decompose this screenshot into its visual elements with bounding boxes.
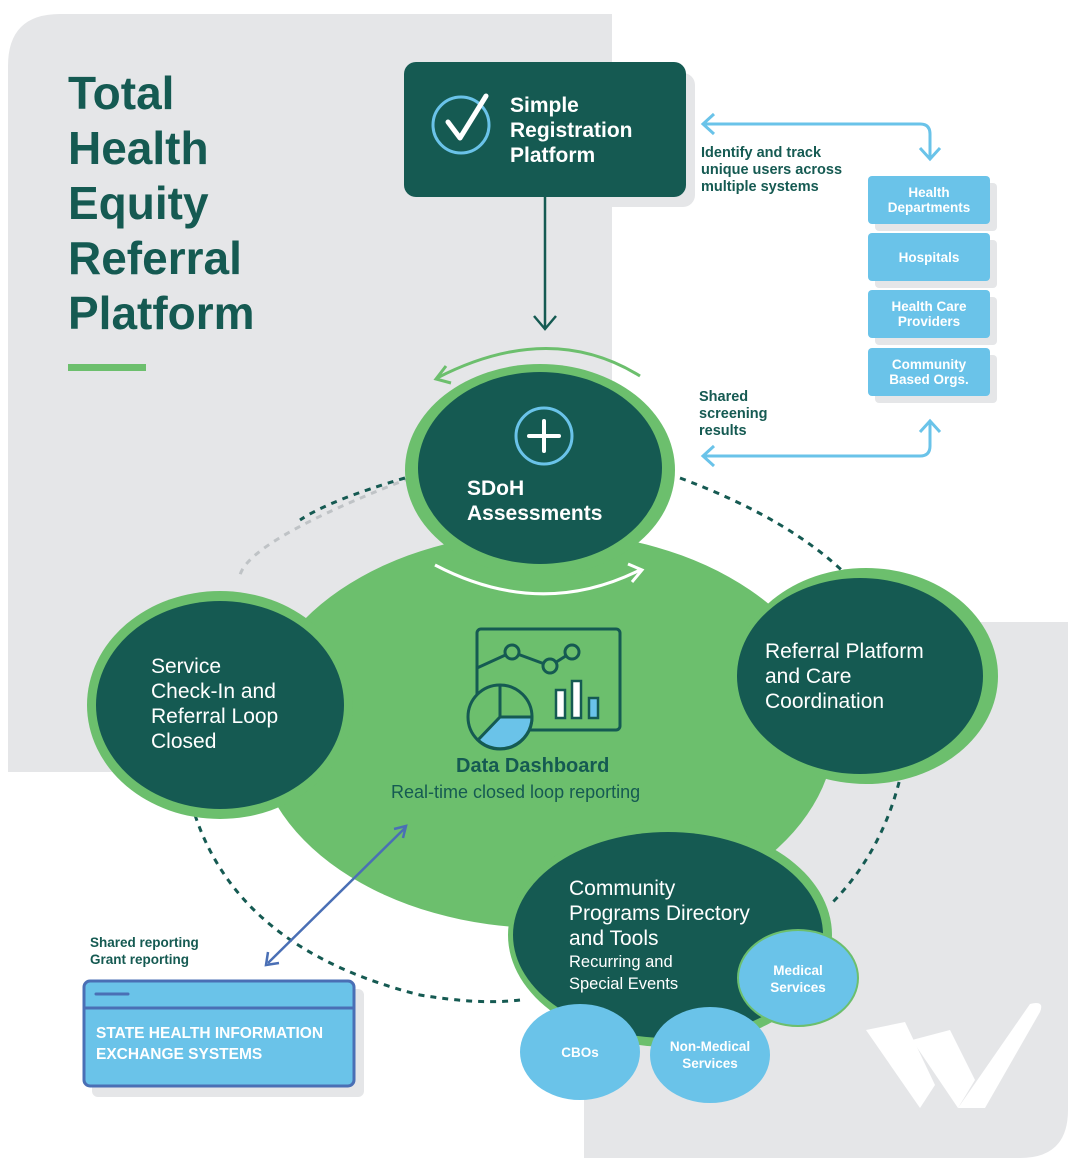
title-line: Equity xyxy=(68,177,209,229)
dashed-ring-left-dark xyxy=(299,476,406,522)
title-line: Platform xyxy=(68,287,255,339)
dashed-ring-left xyxy=(238,476,411,576)
sdoh-circle xyxy=(418,372,662,564)
w-checkmark-logo xyxy=(866,1003,1042,1108)
service-circle xyxy=(96,601,344,809)
arrow-down-icon xyxy=(533,197,557,331)
plus-circle-icon xyxy=(514,406,574,466)
registration-box xyxy=(404,62,686,197)
community-sublabel: Recurring and Special Events xyxy=(569,953,679,993)
title-line: Referral xyxy=(68,232,242,284)
state-hie-label: STATE HEALTH INFORMATION EXCHANGE SYSTEM… xyxy=(96,1025,324,1063)
reporting-note: Shared reporting Grant reporting xyxy=(90,935,199,967)
medical-services-label: Medical Services xyxy=(770,963,826,995)
referral-label: Referral Platform and Care Coordination xyxy=(765,640,924,713)
registration-label: Simple Registration Platform xyxy=(510,94,633,167)
dashboard-title: Data Dashboard xyxy=(456,755,610,777)
identify-note: Identify and track unique users across m… xyxy=(701,145,843,195)
stakeholder-hospitals: Hospitals xyxy=(868,233,990,281)
cbos-bubble xyxy=(520,1004,640,1100)
double-arrow-identify-icon xyxy=(700,112,942,162)
screening-note: Shared screening results xyxy=(699,389,768,439)
curved-arrow-top-icon xyxy=(433,347,641,385)
title-line: Total xyxy=(68,67,175,119)
medical-bubble xyxy=(737,929,859,1027)
double-arrow-screening-icon xyxy=(700,418,942,468)
check-circle-icon xyxy=(431,93,491,155)
sdoh-label: SDoH Assessments xyxy=(467,477,603,525)
double-arrow-reporting-icon xyxy=(264,824,408,967)
non-medical-services-label: Non-Medical Services xyxy=(669,1039,751,1071)
title-line: Health xyxy=(68,122,209,174)
dashboard-subtitle: Real-time closed loop reporting xyxy=(391,782,641,802)
referral-circle xyxy=(737,578,983,774)
curved-arrow-bottom-icon xyxy=(434,562,645,596)
cbos-label: CBOs xyxy=(561,1045,599,1060)
dashboard-chart-icon xyxy=(466,627,622,751)
non-medical-bubble xyxy=(650,1007,770,1103)
community-label: Community Programs Directory and Tools xyxy=(569,877,750,950)
title-underline xyxy=(68,364,146,371)
service-label: Service Check-In and Referral Loop Close… xyxy=(151,655,279,753)
dashed-ring-bottom-left xyxy=(193,814,521,1004)
